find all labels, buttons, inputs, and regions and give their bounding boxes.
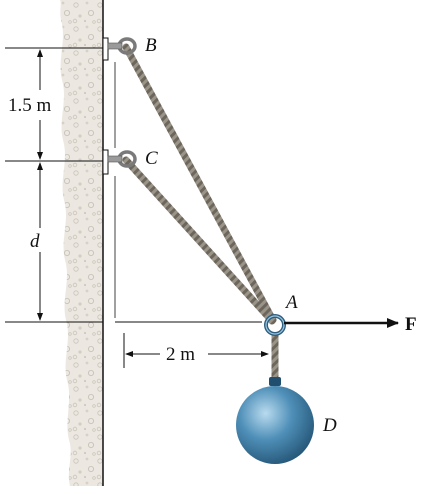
mount-plate-c [102, 149, 109, 175]
sphere-d [236, 386, 314, 464]
eye-bolt-c [107, 150, 137, 168]
dim-label-2m: 2 m [166, 344, 195, 365]
label-c: C [145, 148, 158, 169]
label-a: A [284, 292, 298, 313]
sphere-cap [269, 377, 281, 386]
label-f: F [405, 314, 417, 335]
rope-ca [122, 156, 276, 325]
label-b: B [145, 35, 157, 56]
eye-bolt-b [107, 37, 137, 55]
dim-label-d: d [30, 231, 40, 252]
dim-label-bc: 1.5 m [8, 95, 52, 116]
label-d: D [322, 415, 337, 436]
wall [60, 0, 103, 486]
mount-plate-b [102, 37, 109, 61]
rope-ba [122, 43, 277, 324]
